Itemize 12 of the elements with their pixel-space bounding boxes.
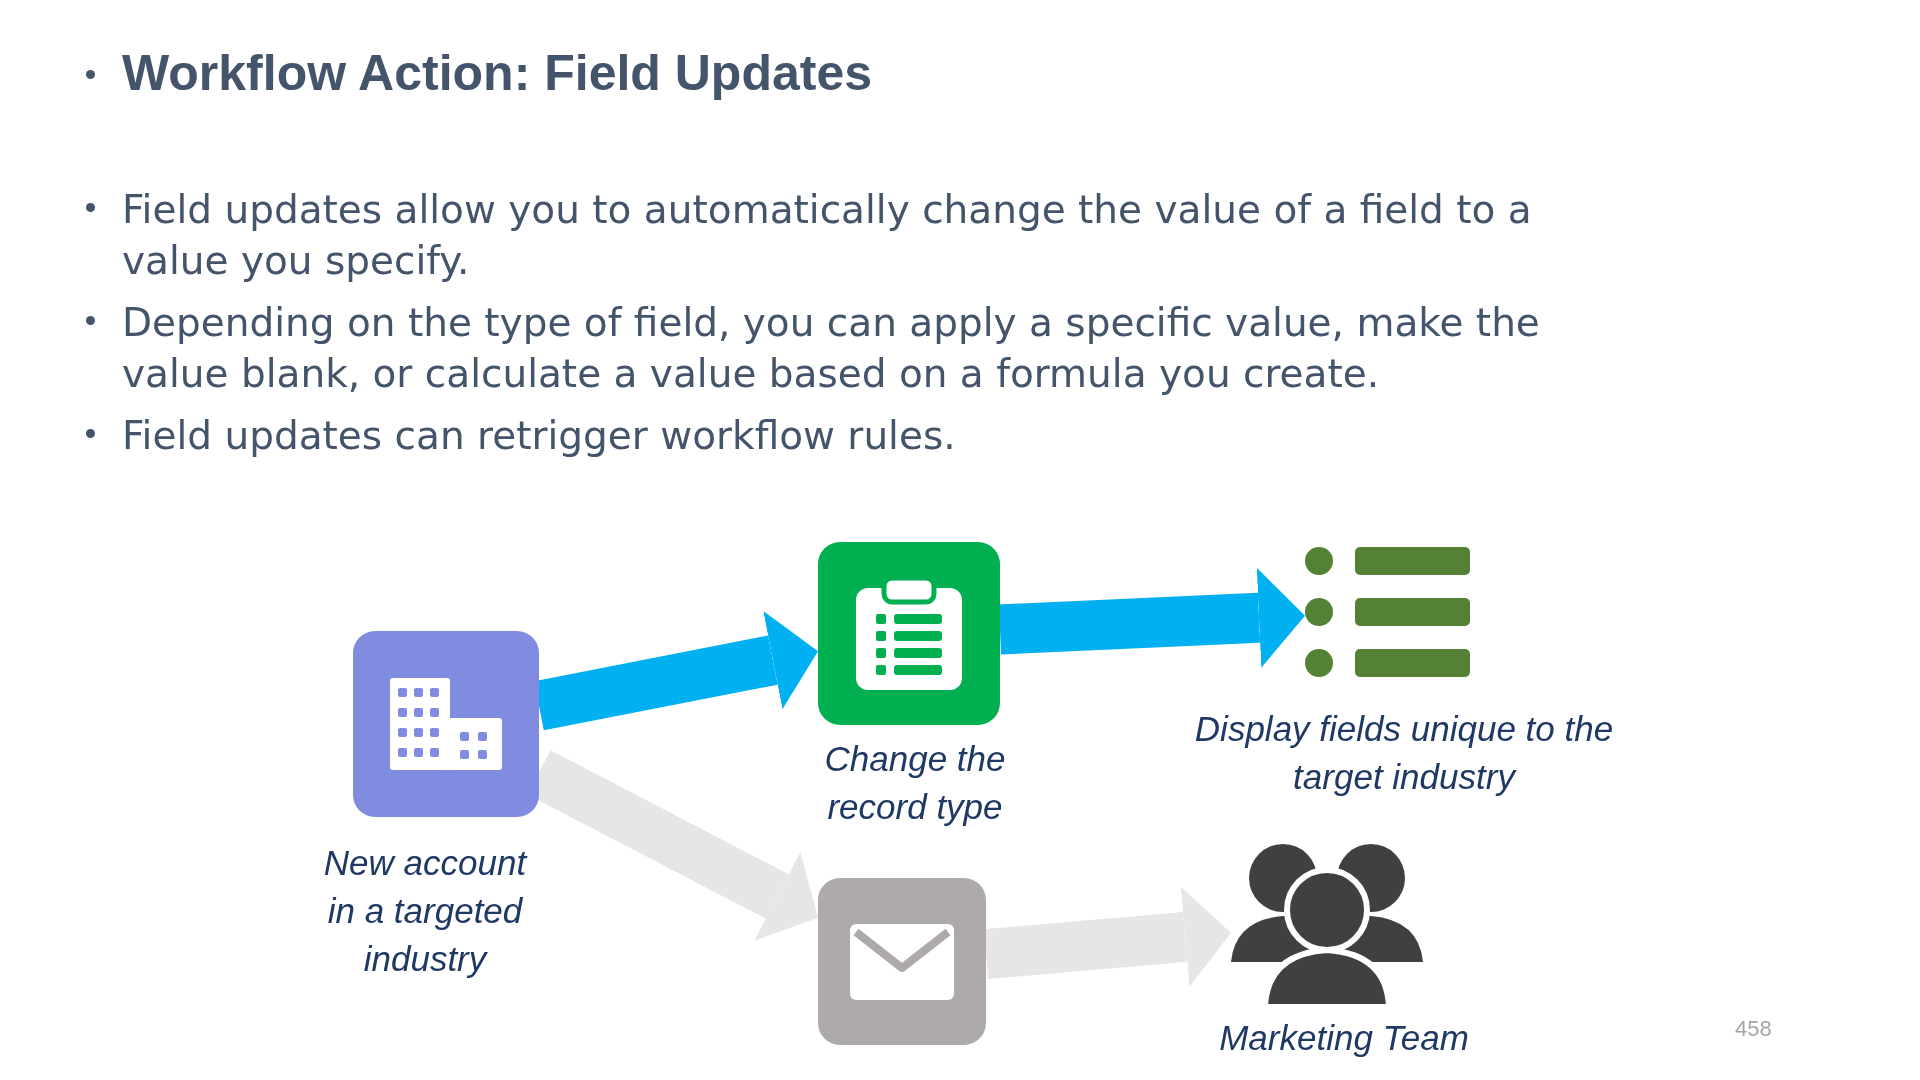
bullet-text: Field updates can retrigger workflow rules. [122,412,957,460]
bullet-text: Field updates allow you to automatically change the value of a field to a value you specify. [122,186,1533,285]
slide-title: Workflow Action: Field Updates [122,44,873,102]
icon-caption: Marketing Team [1218,1017,1470,1059]
icon-tile [818,878,986,1045]
icon-caption: New account in a targeted industry [322,842,529,980]
icon-tile [818,542,1000,725]
page-number: 458 [1735,1016,1772,1042]
icon-caption: Display fields unique to the target industry [1193,708,1615,798]
icon-tile [353,631,539,817]
bullet-text: Depending on the type of field, you can apply a specific value, make the value blank, or calculate a value based on a formula you create. [122,299,1541,398]
icon-caption: Change the record type [823,738,1007,828]
